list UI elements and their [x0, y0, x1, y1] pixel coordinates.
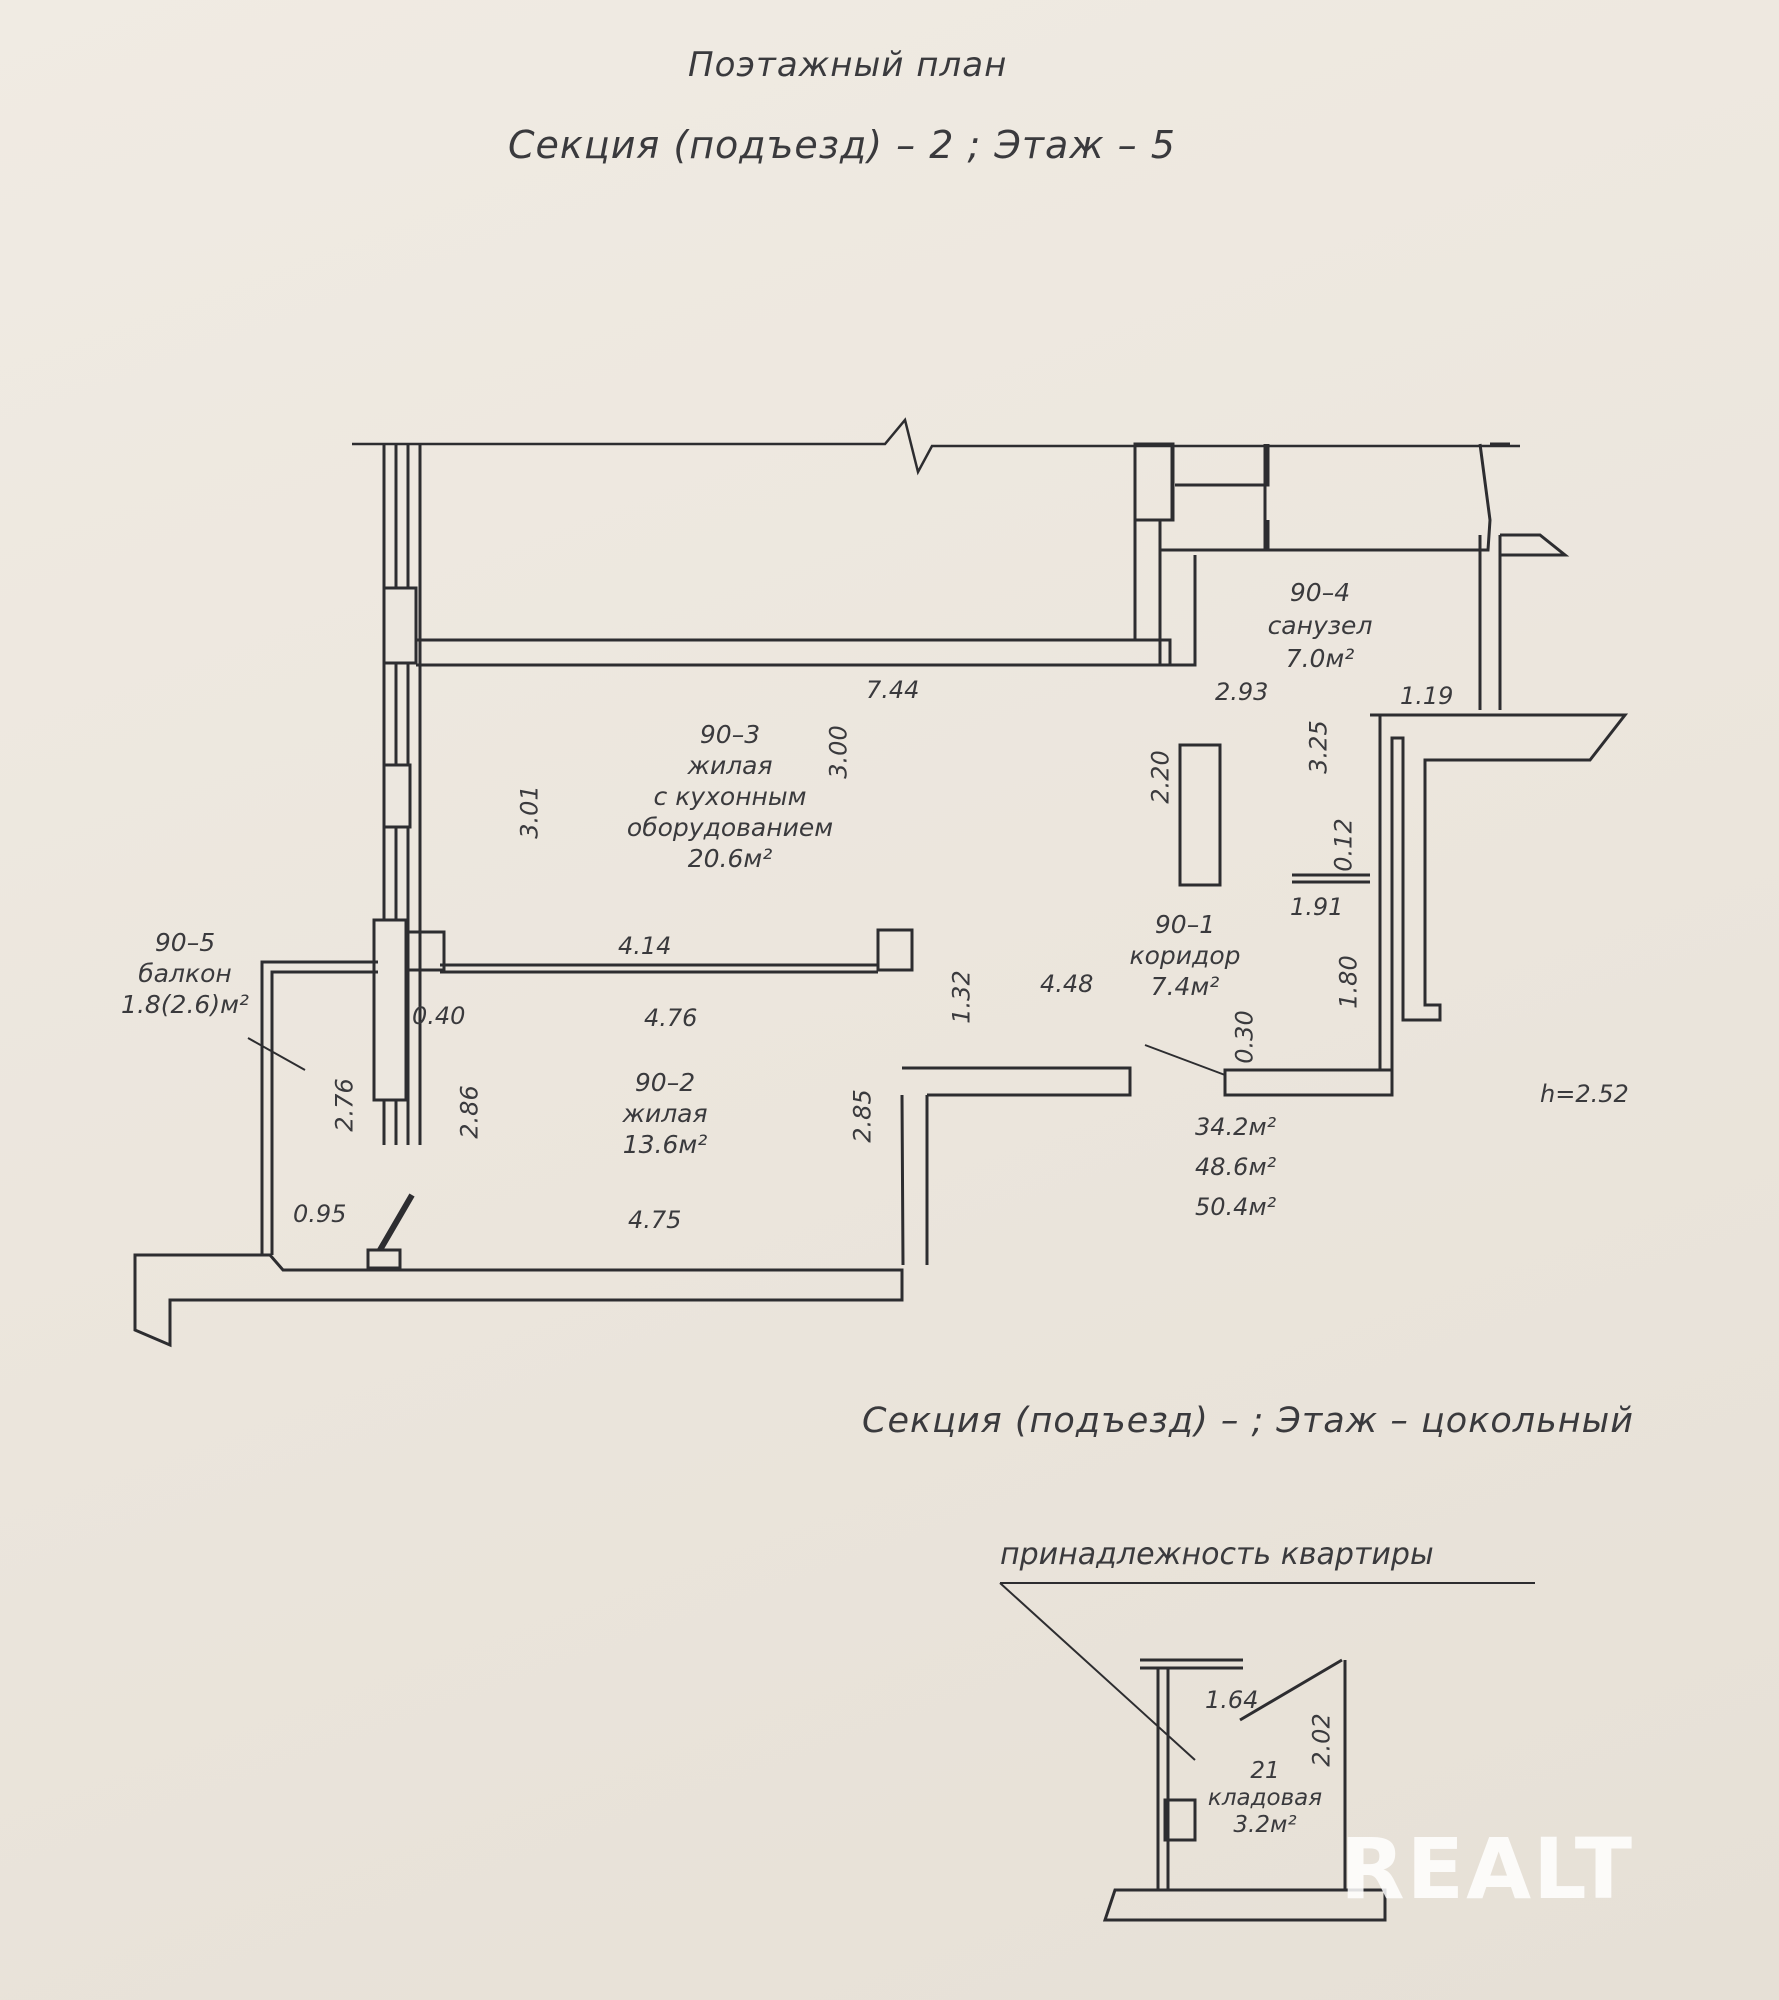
room-area: 20.6м² — [687, 844, 773, 873]
dimension-label: 4.14 — [618, 932, 672, 960]
room-id: 90–3 — [699, 720, 761, 749]
room-type-2: с кухонным — [653, 782, 807, 811]
dimension-label: 1.91 — [1290, 893, 1344, 921]
dimension-label: 2.86 — [455, 1085, 484, 1139]
room-area: 13.6м² — [622, 1130, 708, 1159]
storage-walls — [1140, 1658, 1347, 1890]
room-id: 90–1 — [1154, 910, 1216, 939]
belonging-pointer — [999, 1582, 1196, 1761]
dimension-label: 7.44 — [866, 676, 920, 704]
room-area: 1.8(2.6)м² — [121, 990, 249, 1019]
balcony-outline — [260, 960, 378, 1255]
dimension-label: 0.12 — [1329, 818, 1358, 872]
realt-watermark: REALT — [1340, 1820, 1634, 1918]
room-id: 21 — [1250, 1758, 1280, 1784]
room-id: 90–5 — [154, 928, 216, 957]
room-bathroom-label: 90–4 санузел 7.0м² — [1240, 580, 1400, 671]
basement-section-floor-label: Секция (подъезд) – ; Этаж – цокольный — [862, 1401, 1635, 1441]
room-type: балкон — [138, 959, 232, 988]
dimension-label: 2.85 — [848, 1089, 877, 1143]
room-type: кладовая — [1207, 1785, 1323, 1811]
dimension-label: 0.40 — [412, 1002, 466, 1030]
total-area-with-balcony: 50.4м² — [1195, 1193, 1277, 1221]
dimension-label: 3.00 — [824, 725, 853, 779]
dimension-label: 2.93 — [1215, 678, 1269, 706]
storage-floor — [1102, 1888, 1387, 1922]
wall-bedroom-right — [900, 1066, 1132, 1266]
room-area: 3.2м² — [1233, 1812, 1297, 1838]
room-bedroom-label: 90–2 жилая 13.6м² — [590, 1070, 740, 1157]
room-type-3: оборудованием — [626, 813, 834, 842]
storage-room-label: 21 кладовая 3.2м² — [1195, 1760, 1335, 1837]
room-corridor-label: 90–1 коридор 7.4м² — [1110, 912, 1260, 999]
window-block-1 — [382, 586, 418, 665]
room-area: 7.4м² — [1150, 972, 1220, 1001]
dimension-label: 3.25 — [1304, 720, 1333, 774]
dimension-label: 2.02 — [1307, 1713, 1336, 1767]
dimension-label: 4.76 — [644, 1004, 698, 1032]
dimension-label: 0.30 — [1230, 1010, 1259, 1064]
section-floor-label: Секция (подъезд) – 2 ; Этаж – 5 — [508, 123, 1176, 167]
dimension-label: 2.76 — [330, 1078, 359, 1132]
bathroom-walls — [1158, 444, 1270, 667]
top-boundary-line — [352, 417, 1520, 476]
bottom-exterior-wall — [133, 1253, 904, 1348]
belonging-label: принадлежность квартиры — [1000, 1537, 1434, 1572]
dimension-label: 1.19 — [1400, 682, 1454, 710]
room-type: жилая — [687, 751, 773, 780]
room-kitchen-living-label: 90–3 жилая с кухонным оборудованием 20.6… — [600, 722, 860, 871]
total-area-general: 48.6м² — [1195, 1153, 1277, 1181]
dimension-label: 4.48 — [1040, 970, 1094, 998]
room-area: 7.0м² — [1285, 644, 1355, 673]
wall-kitchen-right — [1133, 444, 1174, 640]
dimension-label: 4.75 — [628, 1206, 682, 1234]
column-left — [372, 918, 408, 1102]
dimension-label: 1.32 — [947, 970, 976, 1024]
dimension-label: 1.64 — [1205, 1686, 1259, 1714]
window-block-2 — [382, 763, 412, 829]
dimension-label: 0.95 — [293, 1200, 347, 1228]
dimension-label: 1.80 — [1334, 955, 1363, 1009]
room-type: коридор — [1129, 941, 1241, 970]
wall-kitchen-top — [416, 638, 1172, 667]
room-type: жилая — [622, 1099, 708, 1128]
dimension-label: 3.01 — [515, 785, 544, 839]
room-type: санузел — [1267, 611, 1373, 640]
plan-title: Поэтажный план — [688, 45, 1008, 85]
wall-kitchen-bedroom — [440, 963, 878, 974]
total-area-living: 34.2м² — [1195, 1113, 1277, 1141]
room-id: 90–2 — [634, 1068, 696, 1097]
ceiling-height-label: h=2.52 — [1540, 1080, 1629, 1108]
room-id: 90–4 — [1289, 578, 1351, 607]
wall-bathroom-divider — [1178, 743, 1222, 887]
dimension-label: 2.20 — [1146, 750, 1175, 804]
room-balcony-label: 90–5 балкон 1.8(2.6)м² — [105, 930, 265, 1017]
right-exterior-wall — [1370, 713, 1629, 1072]
